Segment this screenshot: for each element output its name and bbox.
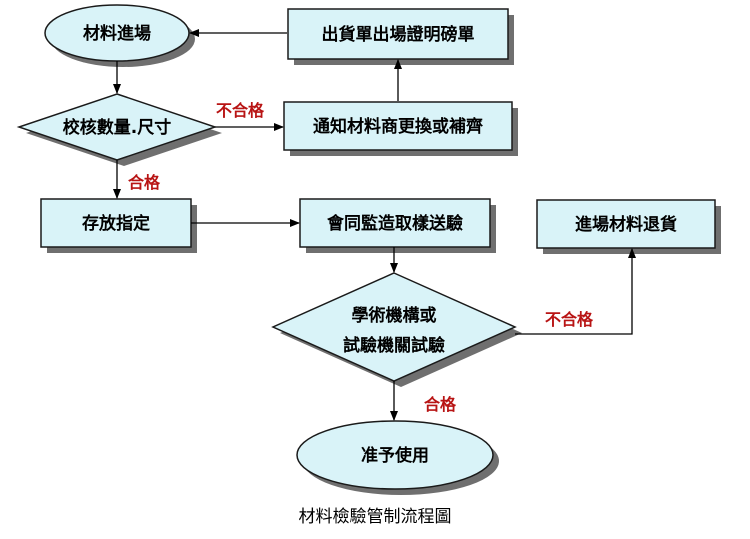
edge-label-pass-test: 合格 [424, 395, 457, 414]
edge-label-fail-test: 不合格 [545, 310, 594, 329]
node-shape [40, 198, 192, 248]
node-shape [271, 272, 517, 382]
node-joint-sampling: 會同監造取樣送驗 [299, 198, 496, 253]
edge-label-fail-check: 不合格 [216, 101, 265, 120]
edge-label-pass-check: 合格 [128, 173, 161, 192]
node-return-material: 進場材料退貨 [536, 199, 721, 254]
node-testing-label-line1: 學術機構或 [352, 305, 437, 326]
node-testing-label-line2: 試驗機關試驗 [343, 335, 445, 356]
node-check-quantity-size: 校核數量.尺寸 [16, 93, 222, 166]
node-approve-use: 准予使用 [296, 420, 499, 495]
diagram-caption: 材料檢驗管制流程圖 [299, 507, 452, 527]
node-check-quantity-size-label: 校核數量.尺寸 [63, 117, 171, 138]
node-approve-use-label: 准予使用 [361, 445, 429, 466]
node-shape [296, 420, 494, 490]
node-certificate: 出貨單出場證明磅單 [287, 8, 514, 65]
node-notify-supplier-label: 通知材料商更換或補齊 [313, 116, 484, 137]
node-storage-assign: 存放指定 [40, 198, 197, 253]
edge-testing-to-return [515, 248, 636, 335]
node-return-material-label: 進場材料退貨 [575, 214, 677, 235]
node-shape [283, 101, 513, 151]
node-shape [287, 8, 509, 60]
node-storage-assign-label: 存放指定 [82, 213, 150, 234]
node-material-arrival-label: 材料進場 [83, 23, 151, 44]
node-shape [299, 198, 491, 248]
node-testing: 學術機構或 試驗機關試驗 [271, 272, 522, 387]
node-joint-sampling-label: 會同監造取樣送驗 [326, 213, 463, 234]
node-shape [536, 199, 716, 249]
node-certificate-label: 出貨單出場證明磅單 [322, 24, 475, 45]
node-notify-supplier: 通知材料商更換或補齊 [283, 101, 518, 156]
node-material-arrival: 材料進場 [44, 4, 195, 67]
